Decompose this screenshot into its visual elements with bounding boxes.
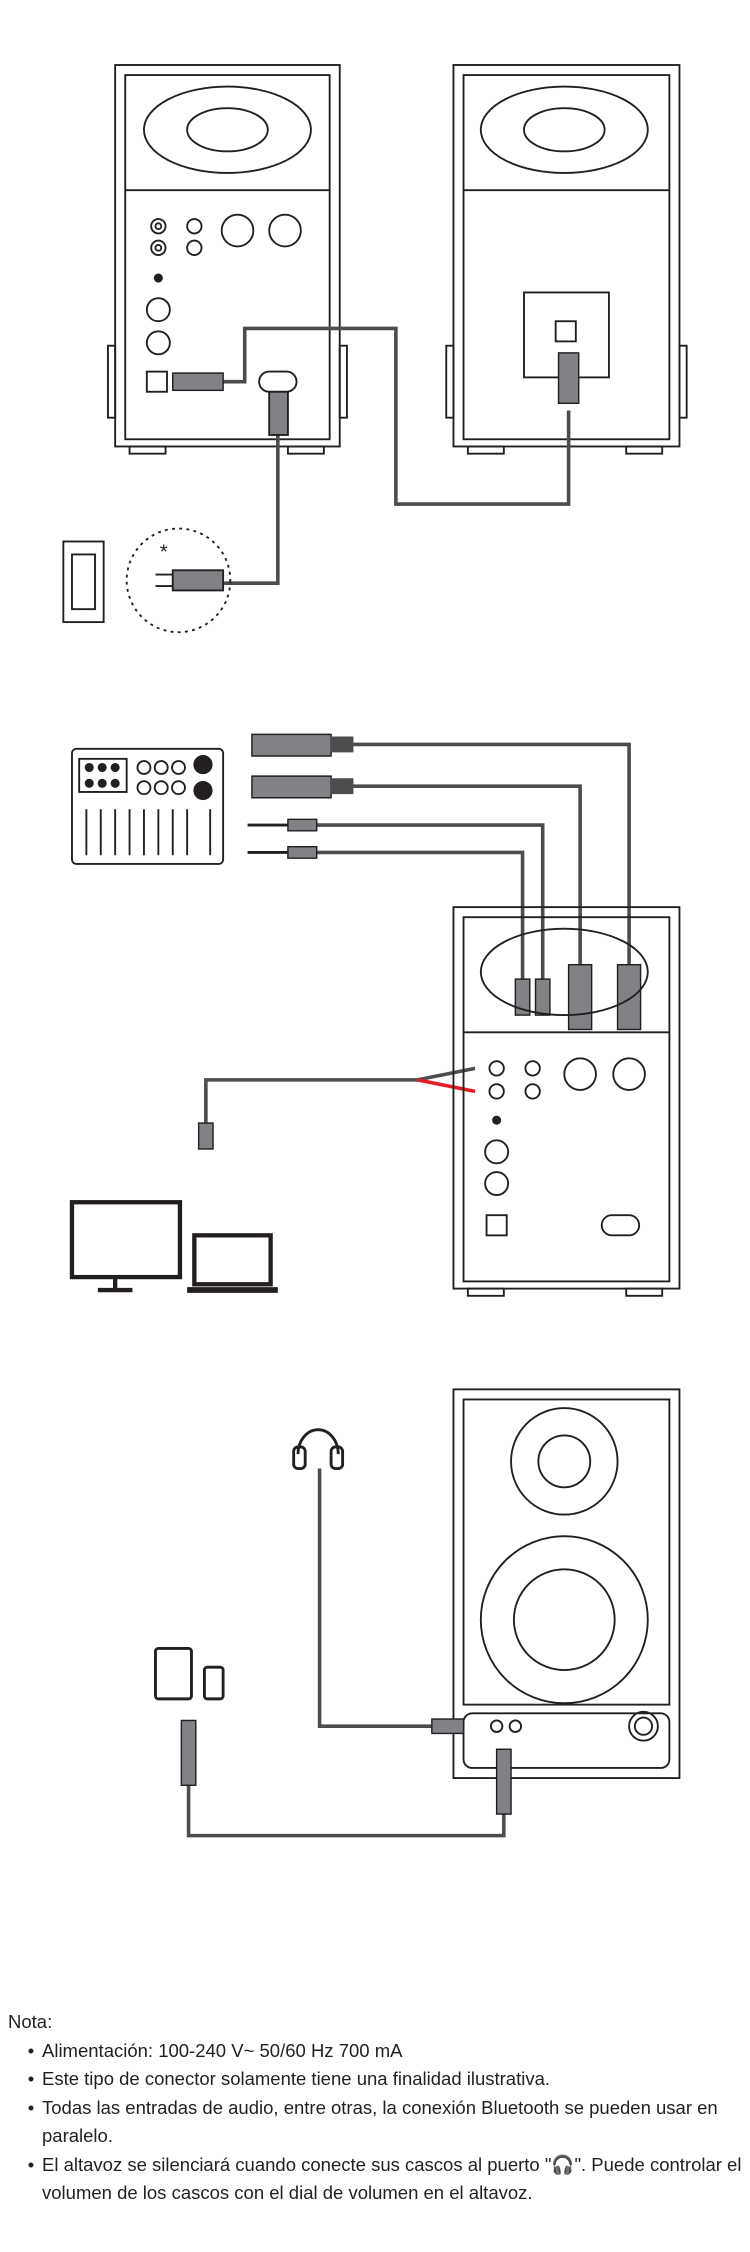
device-icons [154,1647,225,1701]
headphones-icon [292,1428,345,1470]
speaker-rear-inputs [452,906,681,1297]
mixer-icon [71,747,225,865]
input-cables [197,733,642,1150]
connection-diagrams: * [62,64,688,1838]
link-cable [172,326,580,506]
speaker-front [452,1388,681,1779]
computer-icons [69,1200,278,1293]
notes-section: Nota: Alimentación: 100-240 V~ 50/60 Hz … [8,2008,748,2208]
note-item: El altavoz se silenciará cuando conecte … [8,2151,748,2208]
power-cable: * [62,390,289,634]
aux-cables [180,1468,512,1838]
notes-title: Nota: [8,2011,53,2032]
note-item: Alimentación: 100-240 V~ 50/60 Hz 700 mA [8,2037,748,2066]
left-speaker-rear [107,64,348,455]
note-item: Todas las entradas de audio, entre otras… [8,2094,748,2151]
wall-outlet [62,540,105,624]
note-item: Este tipo de conector solamente tiene un… [8,2065,748,2094]
asterisk: * [160,542,168,564]
